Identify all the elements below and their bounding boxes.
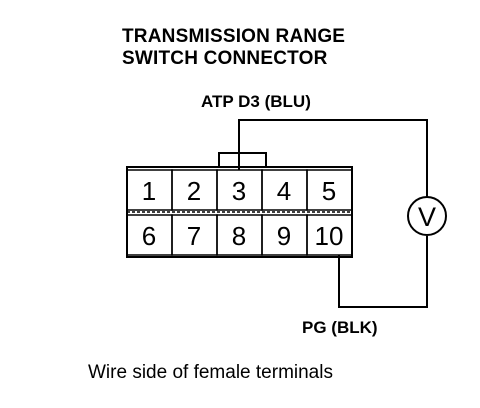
- pin-label: 5: [322, 176, 336, 206]
- pin-label: 7: [187, 221, 201, 251]
- voltmeter-icon: [407, 196, 447, 236]
- pin-label: 3: [232, 176, 246, 206]
- connector-title: TRANSMISSION RANGE SWITCH CONNECTOR: [122, 26, 345, 70]
- pin-label: 4: [277, 176, 291, 206]
- probe-wire-top: [238, 119, 428, 197]
- pin-label: 6: [142, 221, 156, 251]
- pin-label: 2: [187, 176, 201, 206]
- connector-lock-tab: [218, 152, 267, 167]
- pin-label: 1: [142, 176, 156, 206]
- pin-label: 9: [277, 221, 291, 251]
- probe-wire-bottom: [338, 236, 428, 308]
- pin-label: 10: [315, 221, 344, 251]
- voltmeter-symbol: V: [418, 202, 436, 232]
- bottom-wire-label: PG (BLK): [302, 318, 378, 337]
- diagram-caption: Wire side of female terminals: [88, 362, 333, 383]
- title-line-2: SWITCH CONNECTOR: [122, 48, 328, 69]
- terminal-cell: [306, 169, 353, 211]
- terminal-cell: [306, 214, 353, 256]
- top-wire-label: ATP D3 (BLU): [201, 92, 311, 111]
- title-line-1: TRANSMISSION RANGE: [122, 26, 346, 47]
- pin-label: 8: [232, 221, 246, 251]
